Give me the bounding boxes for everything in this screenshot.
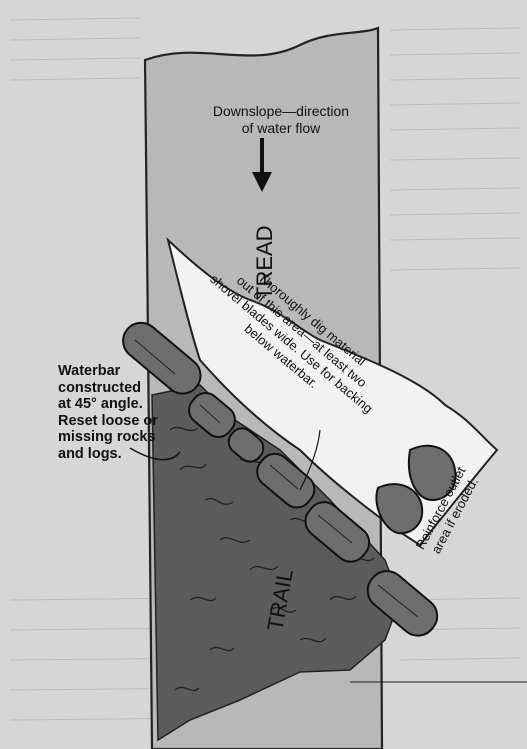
waterbar-label: Waterbar constructed at 45° angle. Reset…	[58, 363, 166, 462]
waterbar-line-3: at 45° angle.	[58, 396, 166, 413]
waterbar-line-5: missing rocks	[58, 429, 166, 446]
waterbar-line-1: Waterbar	[58, 363, 166, 380]
downslope-line-2: of water flow	[176, 120, 386, 137]
downslope-line-1: Downslope—direction	[176, 103, 386, 120]
waterbar-line-4: Reset loose or	[58, 413, 166, 430]
downslope-label: Downslope—direction of water flow	[176, 103, 386, 137]
waterbar-line-6: and logs.	[58, 446, 166, 463]
waterbar-line-2: constructed	[58, 380, 166, 397]
